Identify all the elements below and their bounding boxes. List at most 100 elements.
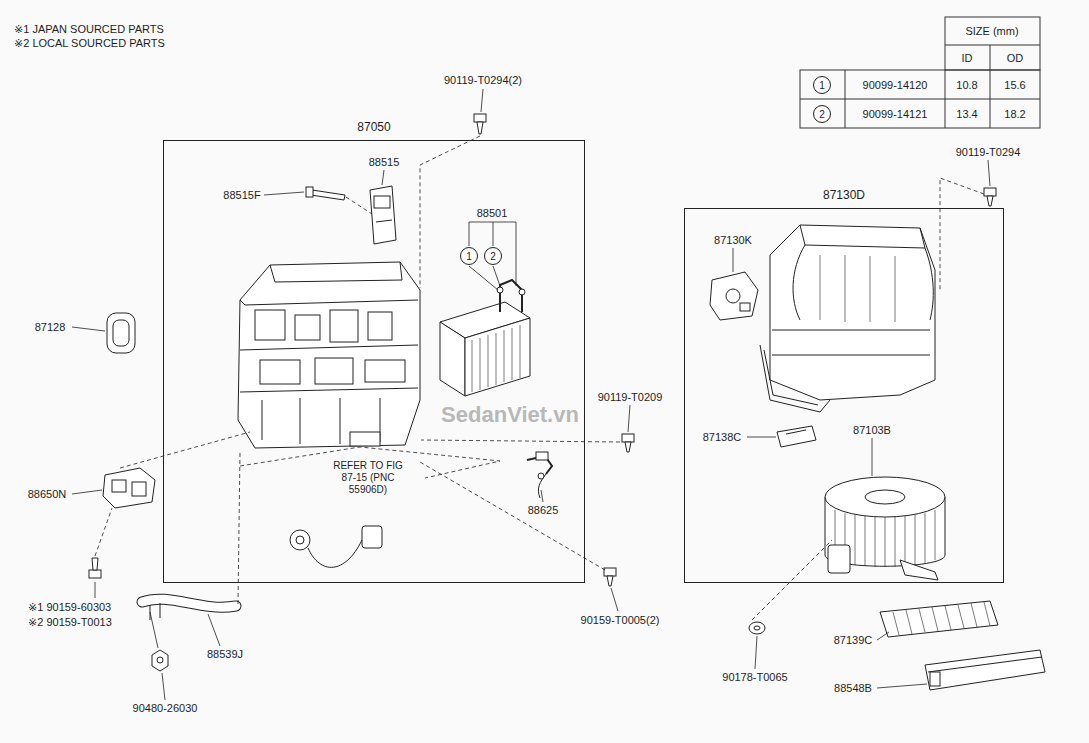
temperature-sensor-shape <box>538 474 546 498</box>
evaporator-shape <box>519 289 525 295</box>
part-number: 87128 <box>35 321 66 334</box>
servo-motor-shape <box>103 468 155 508</box>
clip-shape <box>754 626 760 630</box>
part-number: ※1 90159-60303 <box>28 601 111 614</box>
connector-figure-shape <box>296 536 304 544</box>
size-table-shape <box>945 17 1040 70</box>
part-number: 88501 <box>477 207 508 220</box>
part-number: 88515 <box>369 156 400 169</box>
leader-lines-shape <box>611 588 618 611</box>
circle-index: 2 <box>490 251 496 262</box>
circle-index: 2 <box>819 109 825 120</box>
air-filter-shape <box>893 602 990 635</box>
blower-housing-shape <box>760 345 830 412</box>
table-cell: 13.4 <box>956 108 977 121</box>
damper-actuator-shape <box>740 303 750 311</box>
expansion-valve-shape <box>311 190 345 200</box>
leader-lines-shape <box>382 170 384 185</box>
clip-shape <box>749 622 765 634</box>
group-frame: 87130D <box>684 208 1004 583</box>
damper-actuator-shape <box>710 272 758 320</box>
dashed-assembly-lines-shape <box>940 178 984 290</box>
gasket <box>107 313 135 353</box>
screws-shape <box>607 576 613 586</box>
hvac-case-shape <box>295 315 320 340</box>
hvac-case-shape <box>260 360 300 384</box>
air-filter-shape <box>880 601 998 637</box>
group-frame: 8705012 <box>163 140 585 583</box>
hvac-case-shape <box>330 310 358 342</box>
part-number: 87138C <box>703 431 742 444</box>
leader-lines-shape <box>208 614 220 646</box>
table-cell: 18.2 <box>1004 108 1025 121</box>
expansion-valve-shape <box>370 186 396 244</box>
leader-lines-shape <box>628 405 630 432</box>
size-table-shape <box>945 70 946 128</box>
screws-shape <box>152 650 168 671</box>
filter-cover-shape <box>928 657 1042 672</box>
gasket-shape <box>107 313 135 353</box>
evaporator <box>440 280 530 396</box>
leader-lines-shape <box>469 266 498 290</box>
size-table-shape <box>845 70 846 128</box>
temperature-sensor-shape <box>536 452 548 460</box>
part-number: 87130K <box>714 234 752 247</box>
part-number: 88625 <box>528 504 559 517</box>
leader-lines-shape <box>150 612 158 648</box>
screws <box>89 114 996 671</box>
leader-lines-shape <box>872 438 873 476</box>
part-number: 87139C <box>834 634 873 647</box>
part-number: ※2 90159-T0013 <box>28 616 112 629</box>
blower-housing-shape <box>764 350 818 405</box>
temperature-sensor <box>527 452 552 498</box>
blower-motor <box>825 477 945 580</box>
blower-motor-shape <box>865 490 905 504</box>
part-number: 90119-T0294 <box>956 146 1021 159</box>
blower-housing-shape <box>800 225 925 248</box>
servo-motor-shape <box>132 482 146 496</box>
dashed-assembly-lines-shape <box>120 432 250 468</box>
blower-resistor <box>777 426 816 447</box>
assembly-number: 87050 <box>357 120 390 134</box>
hvac-case-shape <box>240 300 418 305</box>
expansion-valve <box>306 186 396 244</box>
part-number: 88548B <box>834 682 872 695</box>
hvac-case-shape <box>315 358 353 384</box>
leader-lines-shape <box>877 684 927 688</box>
blower-housing-shape <box>793 245 805 320</box>
circle-index: 1 <box>819 80 825 91</box>
hvac-case-shape <box>255 310 285 340</box>
gasket-shape <box>113 320 129 346</box>
hvac-case-shape <box>238 262 420 448</box>
filter-cover <box>925 650 1045 690</box>
blower-housing <box>760 225 935 412</box>
hvac-case-shape <box>365 360 405 382</box>
hvac-case-shape <box>368 312 392 340</box>
leader-lines-shape <box>162 673 165 700</box>
filter-cover-shape <box>925 650 1045 690</box>
part-number: 90178-T0065 <box>722 671 787 684</box>
circled-number: 1 <box>813 76 831 94</box>
hvac-case-shape <box>240 388 418 392</box>
damper-actuator-shape <box>726 289 740 303</box>
evaporator-shape <box>440 322 465 396</box>
part-number: 90119-T0209 <box>598 391 663 404</box>
hvac-case-shape <box>240 345 418 350</box>
circle-index: 1 <box>466 251 472 262</box>
connector-figure-shape <box>362 526 382 548</box>
part-number: 88539J <box>207 648 243 661</box>
leader-lines <box>72 89 990 700</box>
part-number: 90480-26030 <box>133 702 198 715</box>
part-number: 87103B <box>853 424 891 437</box>
leader-lines-shape <box>493 266 500 286</box>
leader-lines-shape <box>95 582 96 598</box>
part-number: 90159-T0005(2) <box>581 614 660 627</box>
reference-note: REFER TO FIG 87-15 (PNC 55906D) <box>333 460 403 496</box>
drain-hose-shape <box>142 599 236 607</box>
screws-shape <box>622 434 634 442</box>
dashed-assembly-lines-shape <box>420 462 605 570</box>
screws-shape <box>89 570 101 578</box>
drain-hose <box>142 599 236 620</box>
evaporator-shape <box>472 325 520 392</box>
screws-shape <box>984 188 996 196</box>
